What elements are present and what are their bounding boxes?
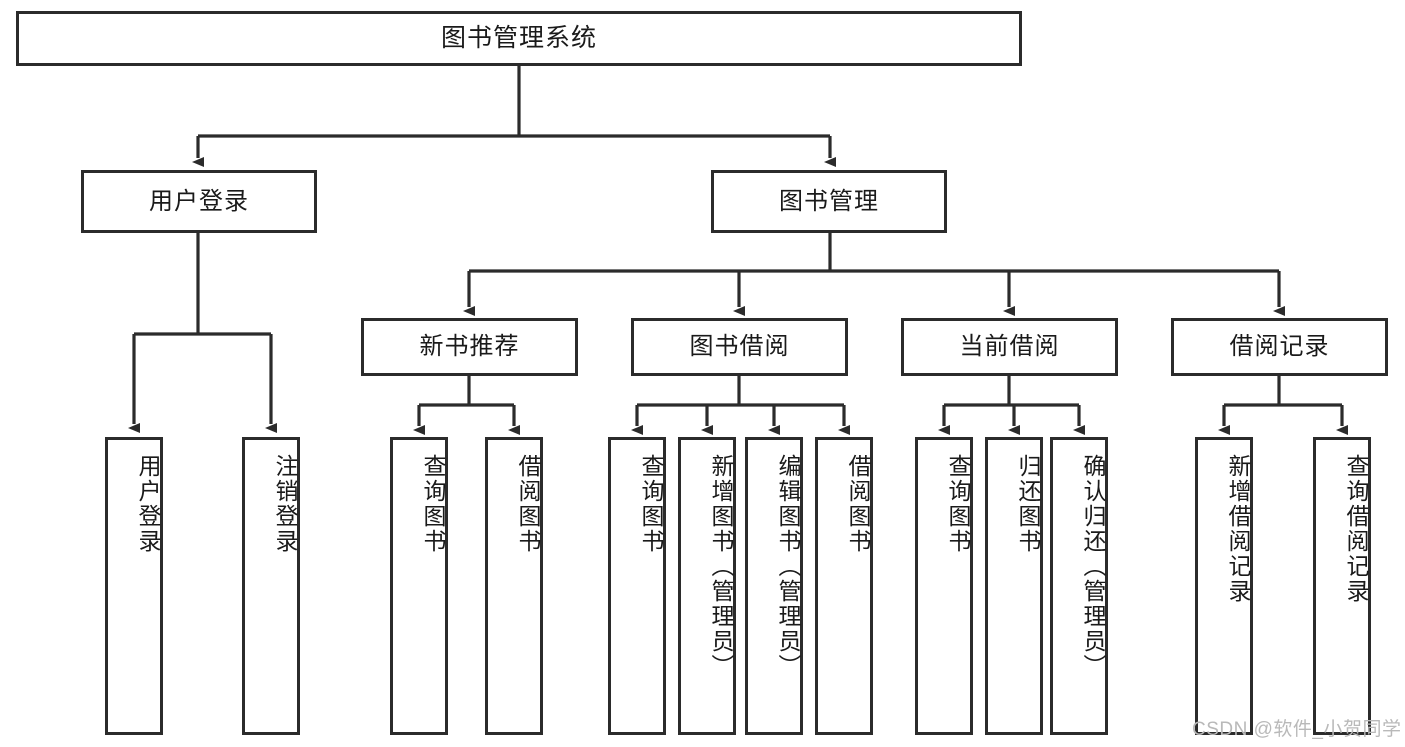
leaf-recommend-borrow-book[interactable]: 借阅图书 [485, 437, 543, 735]
node-label: 图书管理系统 [440, 24, 597, 53]
node-label: 图书借阅 [689, 333, 790, 361]
leaf-user-login-signout[interactable]: 注销登录 [242, 437, 300, 735]
node-label: 注销登录 [272, 454, 298, 554]
node-book-borrow[interactable]: 图书借阅 [631, 318, 848, 376]
leaf-record-query-record[interactable]: 查询借阅记录 [1313, 437, 1371, 735]
watermark: CSDN @软件_小贺同学 [1192, 719, 1402, 740]
node-label: 查询图书 [945, 454, 971, 554]
leaf-current-confirm-return-admin[interactable]: 确认归还（管理员） [1050, 437, 1108, 735]
leaf-current-return-book[interactable]: 归还图书 [985, 437, 1043, 735]
node-label: 借阅记录 [1229, 333, 1330, 361]
node-user-login[interactable]: 用户登录 [81, 170, 317, 233]
node-label: 新书推荐 [419, 333, 520, 361]
leaf-borrow-add-book-admin[interactable]: 新增图书（管理员） [678, 437, 736, 735]
node-label: 新增借阅记录 [1225, 454, 1251, 604]
node-current-borrow[interactable]: 当前借阅 [901, 318, 1118, 376]
node-label: 用户登录 [135, 454, 161, 554]
node-label: 查询借阅记录 [1343, 454, 1369, 604]
node-label: 图书管理 [779, 187, 879, 215]
node-label: 借阅图书 [845, 454, 871, 554]
node-book-management[interactable]: 图书管理 [711, 170, 947, 233]
node-label: 查询图书 [638, 454, 664, 554]
node-label: 查询图书 [420, 454, 446, 554]
node-label: 借阅图书 [515, 454, 541, 554]
leaf-borrow-query-book[interactable]: 查询图书 [608, 437, 666, 735]
leaf-record-add-record[interactable]: 新增借阅记录 [1195, 437, 1253, 735]
node-label: 当前借阅 [959, 333, 1060, 361]
node-label: 归还图书 [1015, 454, 1041, 554]
node-label: 用户登录 [149, 187, 249, 215]
node-label: 新增图书（管理员） [708, 454, 734, 679]
node-new-book-recommend[interactable]: 新书推荐 [361, 318, 578, 376]
leaf-borrow-edit-book-admin[interactable]: 编辑图书（管理员） [745, 437, 803, 735]
node-borrow-record[interactable]: 借阅记录 [1171, 318, 1388, 376]
leaf-user-login-signin[interactable]: 用户登录 [105, 437, 163, 735]
leaf-borrow-borrow-book[interactable]: 借阅图书 [815, 437, 873, 735]
leaf-recommend-query-book[interactable]: 查询图书 [390, 437, 448, 735]
node-root-system[interactable]: 图书管理系统 [16, 11, 1022, 66]
node-label: 编辑图书（管理员） [775, 454, 801, 679]
node-label: 确认归还（管理员） [1080, 454, 1106, 679]
leaf-current-query-book[interactable]: 查询图书 [915, 437, 973, 735]
